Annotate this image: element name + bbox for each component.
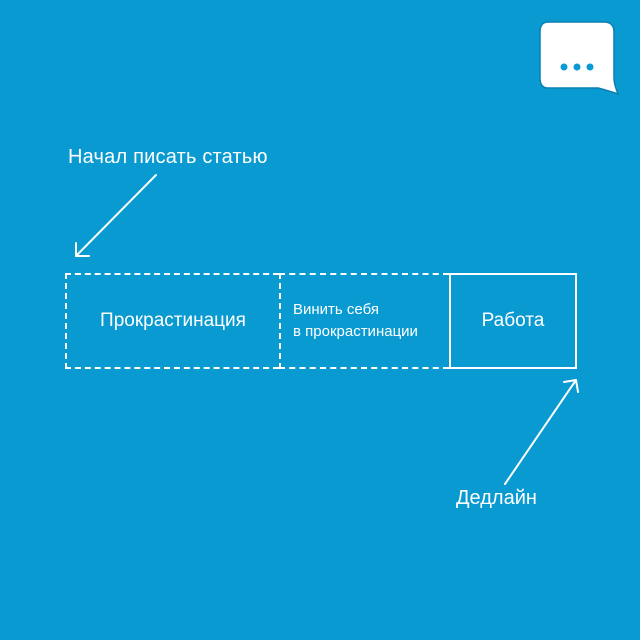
- start-arrow-line: [75, 174, 157, 257]
- start-label: Начал писать статью: [68, 146, 268, 168]
- deadline-arrow-head: [563, 379, 579, 393]
- segment-blame: Винить себя в прокрастинации: [279, 273, 449, 369]
- start-arrow-head: [75, 242, 90, 257]
- deadline-label: Дедлайн: [456, 487, 537, 509]
- timeline: Прокрастинация Винить себя в прокрастина…: [65, 273, 577, 369]
- deadline-arrow-line: [504, 379, 577, 485]
- segment-blame-line2: в прокрастинации: [293, 323, 418, 340]
- segment-blame-line1: Винить себя: [293, 301, 379, 318]
- segment-blame-label: Винить себя в прокрастинации: [281, 275, 449, 367]
- segment-work: Работа: [449, 273, 577, 369]
- segment-procrastination-label: Прокрастинация: [100, 310, 246, 331]
- chat-bubble-icon: [539, 21, 620, 96]
- segment-work-label: Работа: [481, 310, 545, 331]
- segment-procrastination: Прокрастинация: [65, 273, 279, 369]
